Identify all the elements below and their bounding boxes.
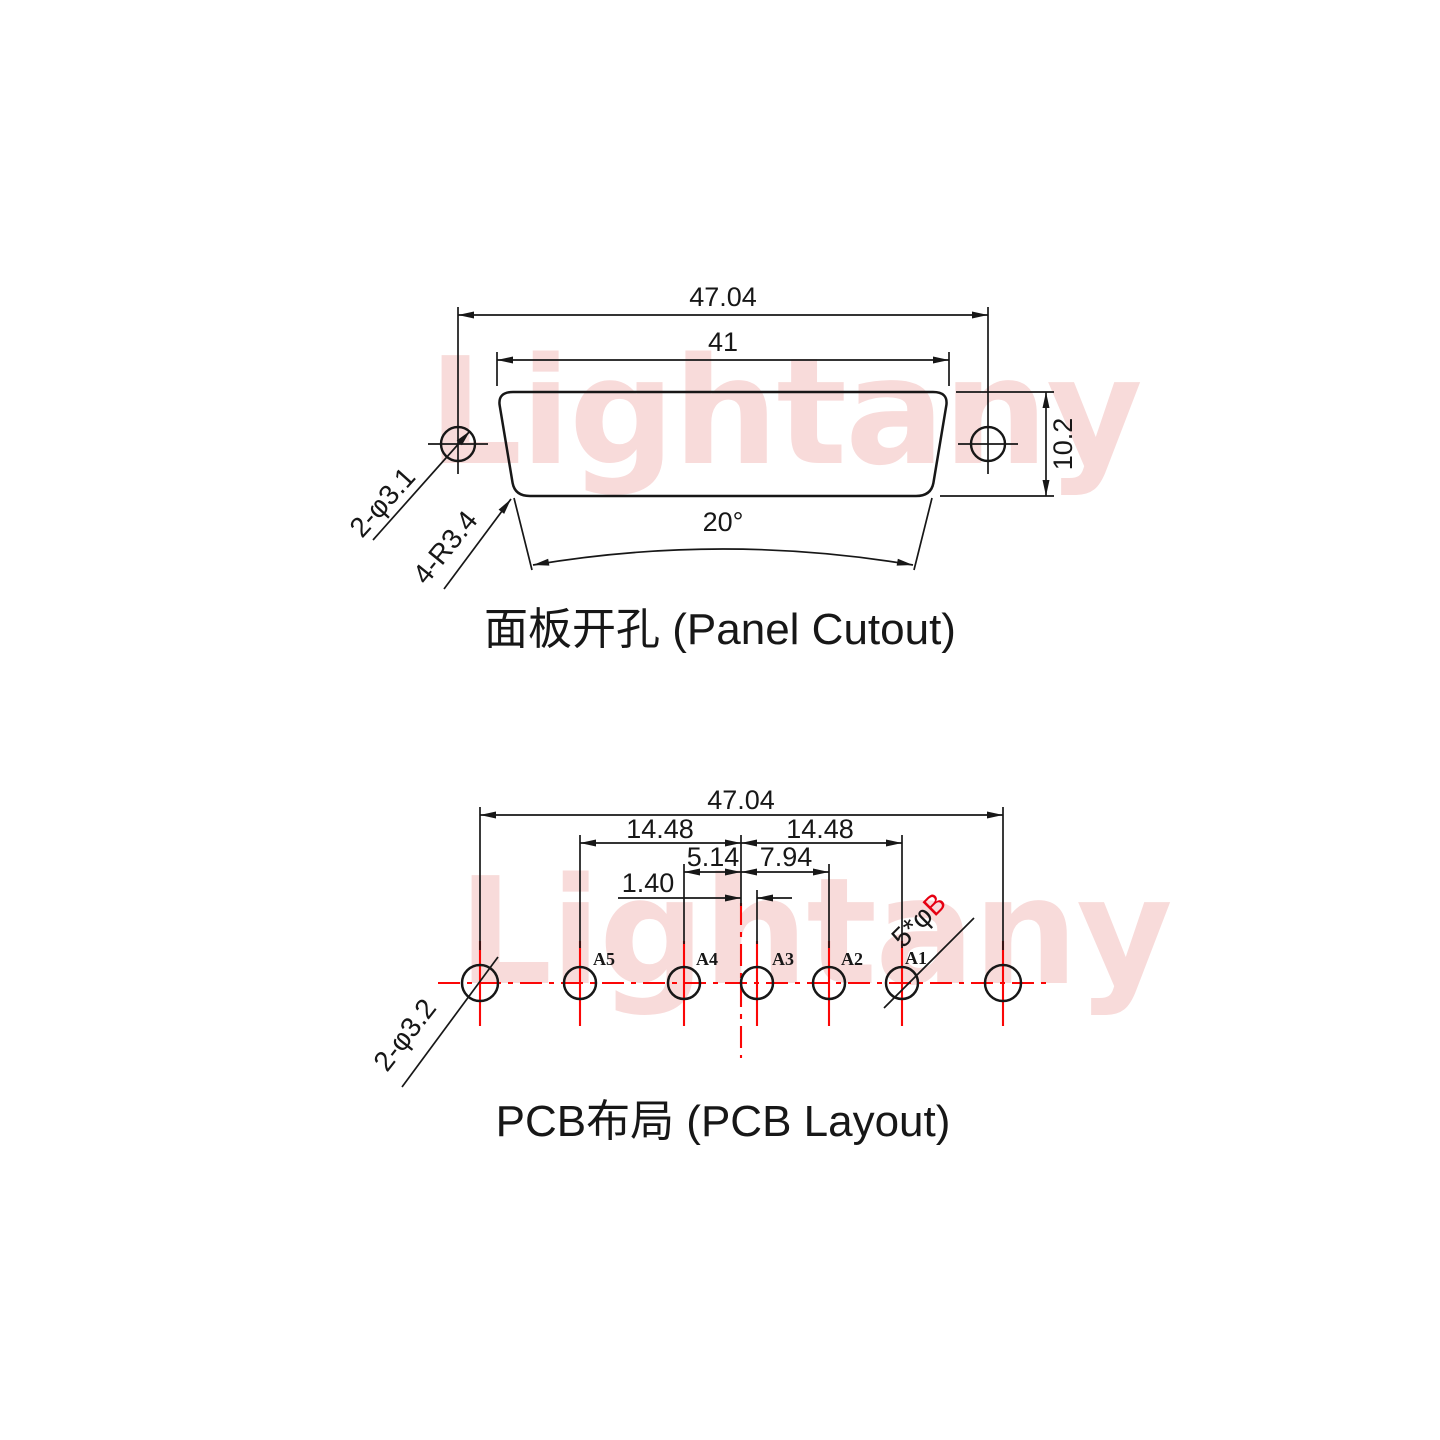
pcb-pin-label-a3: A3 — [772, 949, 794, 969]
pcb-dim-overall-width: 47.04 — [707, 785, 775, 815]
pcb-pin-a3 — [739, 965, 775, 1001]
panel-label-mount-holes: 2-φ3.1 — [343, 461, 421, 543]
pcb-label-mount-holes: 2-φ3.2 — [367, 993, 442, 1077]
pcb-dim-a5-to-center: 14.48 — [626, 814, 694, 844]
panel-cutout-drawing: 47.04 41 10.2 20° 2-φ3.1 4-R3.4 面板开孔 (Pa… — [343, 282, 1078, 654]
panel-dim-side-angle: 20° — [703, 507, 744, 537]
pcb-pin-label-a2: A2 — [841, 949, 863, 969]
pcb-pin-label-a5: A5 — [593, 949, 615, 969]
panel-label-corner-radius: 4-R3.4 — [407, 505, 484, 590]
panel-arrowheads — [456, 311, 1050, 566]
pcb-layout-title: PCB布局 (PCB Layout) — [496, 1097, 951, 1146]
panel-cutout-title: 面板开孔 (Panel Cutout) — [484, 605, 956, 654]
pcb-holes — [460, 963, 1023, 1003]
pcb-arrowheads — [480, 811, 1003, 902]
panel-mount-hole-right — [958, 414, 1018, 474]
panel-dim-overall-width: 47.04 — [689, 282, 757, 312]
pcb-dim-a4-to-center: 5.14 — [687, 842, 740, 872]
pcb-dim-center-to-a2: 7.94 — [760, 842, 813, 872]
panel-leader-mount-holes — [372, 430, 471, 541]
pcb-layout-drawing: 47.04 14.48 14.48 5.14 7.94 1.40 A5 A4 A… — [367, 785, 1046, 1146]
panel-extension-lines — [457, 307, 1054, 497]
pcb-pin-a2 — [811, 965, 847, 1001]
pcb-dim-center-to-a3: 1.40 — [622, 868, 675, 898]
pcb-leader-mount-holes — [401, 956, 499, 1088]
pcb-pin-a4 — [666, 965, 702, 1001]
pcb-pin-label-a1: A1 — [905, 948, 927, 968]
panel-cutout-shape — [498, 390, 948, 498]
panel-dim-slot-height: 10.2 — [1048, 418, 1078, 471]
panel-angle-lines — [513, 497, 933, 571]
pcb-extension-lines — [479, 807, 1004, 950]
pcb-mount-hole-right — [983, 963, 1023, 1003]
panel-leader-corner-radius — [443, 498, 512, 590]
watermark-text: Lightany — [458, 846, 1173, 1018]
pcb-mount-hole-left — [460, 963, 500, 1003]
panel-dim-slot-width: 41 — [708, 327, 738, 357]
pcb-dim-center-to-a1: 14.48 — [786, 814, 854, 844]
pcb-dimension-lines — [480, 814, 1003, 899]
pcb-leader-pin-holes — [883, 917, 975, 1009]
pcb-pin-a5 — [562, 965, 598, 1001]
pcb-pin-label-a4: A4 — [696, 949, 718, 969]
panel-dimension-lines — [458, 314, 1047, 496]
pcb-label-pin-holes: 5*φB — [885, 887, 952, 954]
pcb-pin-a1 — [884, 965, 920, 1001]
watermark-text: Lightany — [428, 326, 1143, 498]
